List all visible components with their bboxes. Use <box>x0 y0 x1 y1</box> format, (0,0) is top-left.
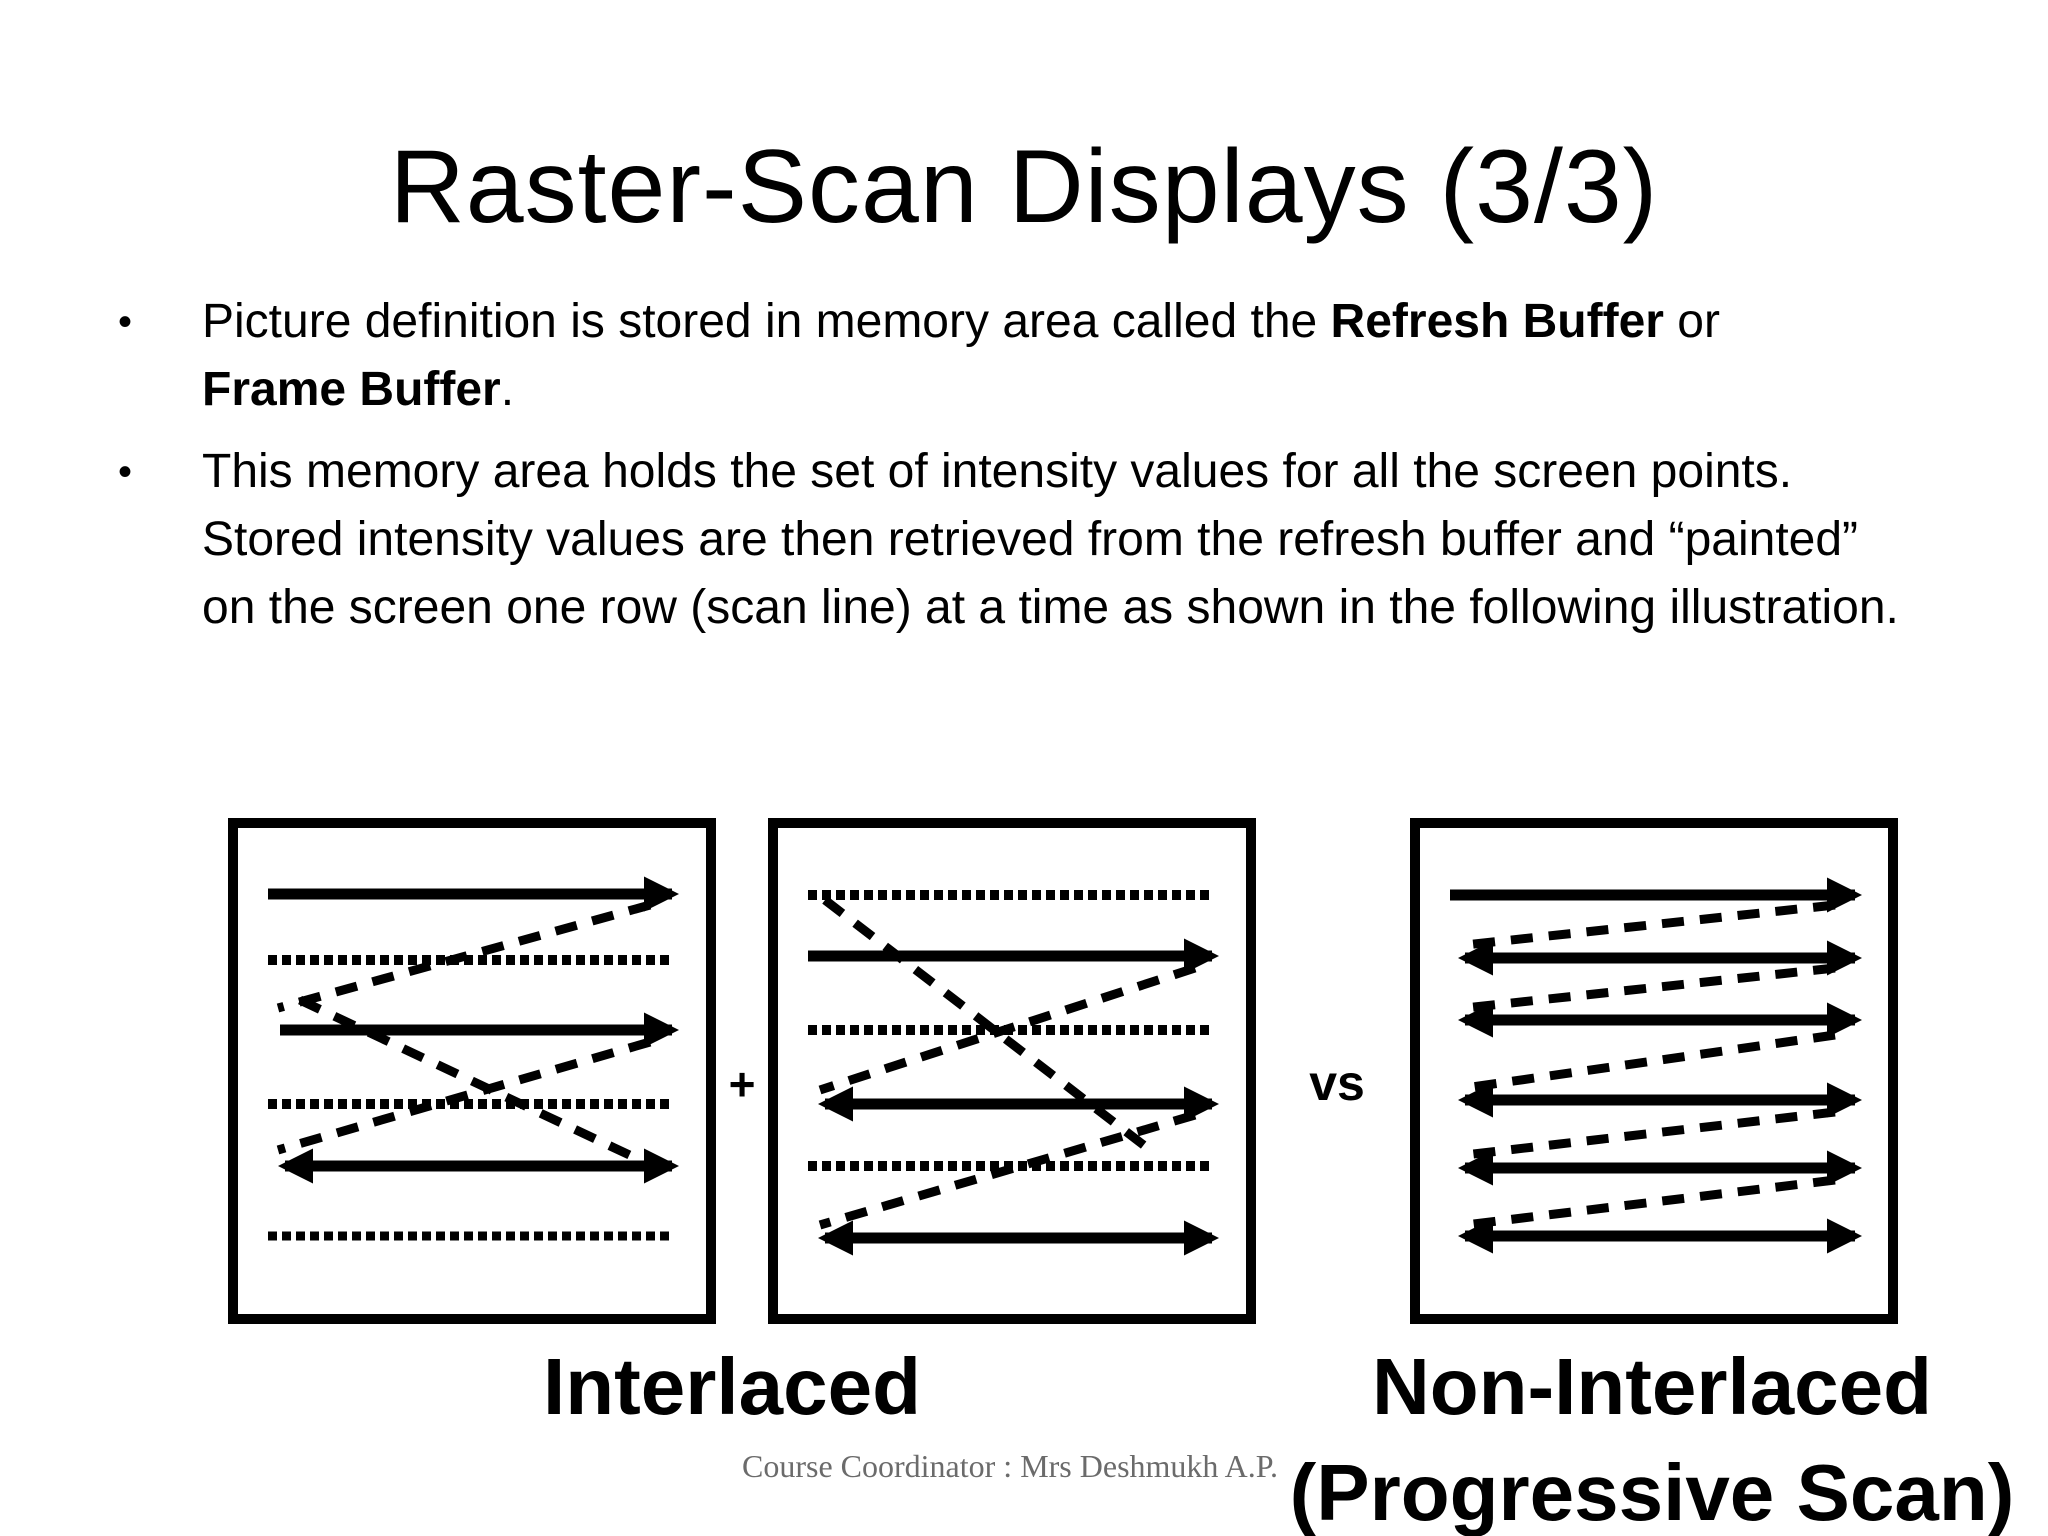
retrace-line <box>1464 963 1836 1013</box>
retrace-line <box>1464 1107 1836 1160</box>
bullet-1-part-1: Picture definition is stored in memory a… <box>202 295 1331 348</box>
bullet-1-part-3: or <box>1663 295 1720 348</box>
bullet-marker: • <box>118 300 133 344</box>
diagonal-line <box>298 995 642 1165</box>
slide-title: Raster-Scan Displays (3/3) <box>389 129 1659 245</box>
bullet-text-2: This memory area holds the set of intens… <box>202 438 1922 642</box>
bullet-marker: • <box>118 450 133 494</box>
retrace-line <box>276 1037 652 1155</box>
retrace-line <box>1464 1175 1836 1230</box>
interlaced-label: Interlaced <box>543 1342 921 1431</box>
bullet-list: • Picture definition is stored in memory… <box>118 288 1938 656</box>
retrace-line <box>1464 900 1836 950</box>
bullet-item-2: • This memory area holds the set of inte… <box>118 438 1938 642</box>
retrace-line <box>1464 1030 1836 1093</box>
retrace-line <box>818 963 1197 1095</box>
bullet-item-1: • Picture definition is stored in memory… <box>118 288 1938 424</box>
non-interlaced-panel <box>1410 818 1898 1324</box>
retrace-line <box>818 1110 1197 1230</box>
frame-buffer-term: Frame Buffer <box>202 363 501 416</box>
diagonal-line <box>822 896 1153 1154</box>
progressive-scan-label: (Progressive Scan) <box>1290 1448 2015 1536</box>
panel-frame <box>228 818 716 1324</box>
bullet-2-text: This memory area holds the set of intens… <box>202 445 1899 634</box>
refresh-buffer-term: Refresh Buffer <box>1330 295 1664 348</box>
panel-frame <box>1410 818 1898 1324</box>
plus-sign: + <box>729 1058 756 1110</box>
bullet-1-part-5: . <box>500 363 515 416</box>
vs-label: vs <box>1309 1055 1365 1111</box>
retrace-line <box>276 900 652 1013</box>
non-interlaced-label: Non-Interlaced <box>1372 1342 1932 1431</box>
interlaced-field-1-panel <box>228 818 716 1324</box>
panel-frame <box>768 818 1256 1324</box>
bullet-text-1: Picture definition is stored in memory a… <box>202 288 1762 424</box>
interlaced-field-2-panel <box>768 818 1256 1324</box>
footer-course-coordinator: Course Coordinator : Mrs Deshmukh A.P. <box>742 1448 1278 1484</box>
